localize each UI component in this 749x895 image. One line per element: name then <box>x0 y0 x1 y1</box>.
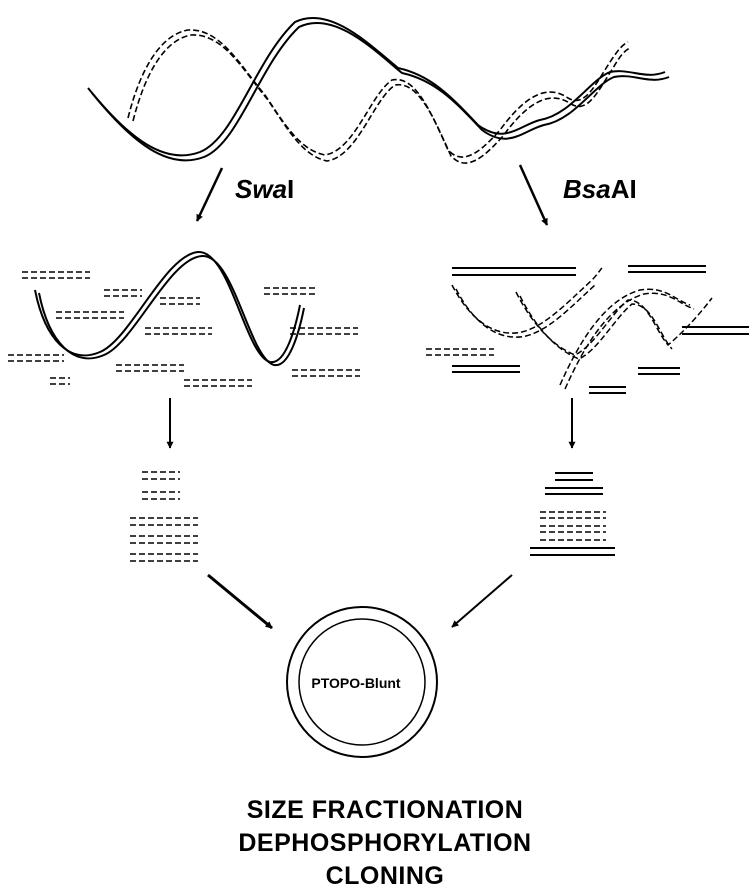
ptopo-blunt-plasmid <box>286 606 438 758</box>
plasmid-label: PTOPO-Blunt <box>311 675 401 691</box>
bsaai-label-roman: AI <box>611 174 637 204</box>
step-cloning: CLONING <box>326 862 445 890</box>
left-selected-fragments <box>130 471 198 562</box>
bsaai-solid-fragments <box>452 265 749 394</box>
bsaai-fragments <box>426 265 749 394</box>
step-size-fractionation: SIZE FRACTIONATION <box>247 796 524 824</box>
swai-small-fragments <box>8 271 360 387</box>
dna-strand-dashed <box>127 29 631 164</box>
dna-strand-solid <box>87 16 670 162</box>
swai-large-fragment <box>34 250 305 367</box>
genomic-dna <box>87 16 670 164</box>
swai-fragments <box>8 250 360 387</box>
bsaai-label: BsaAI <box>563 174 637 204</box>
step-dephosphorylation: DEPHOSPHORYLATION <box>238 829 531 857</box>
right-to-vector-arrow <box>451 574 513 628</box>
bsaai-dashed-fragments <box>426 267 713 390</box>
swai-label-italic: Swa <box>235 174 287 204</box>
swai-digest-arrow <box>195 167 224 222</box>
swai-label: SwaI <box>235 174 294 204</box>
swai-label-roman: I <box>287 174 294 204</box>
left-to-vector-arrow <box>207 573 273 630</box>
bsaai-digest-arrow <box>518 164 549 226</box>
bsaai-label-italic: Bsa <box>563 174 611 204</box>
right-selected-fragments <box>530 472 615 556</box>
